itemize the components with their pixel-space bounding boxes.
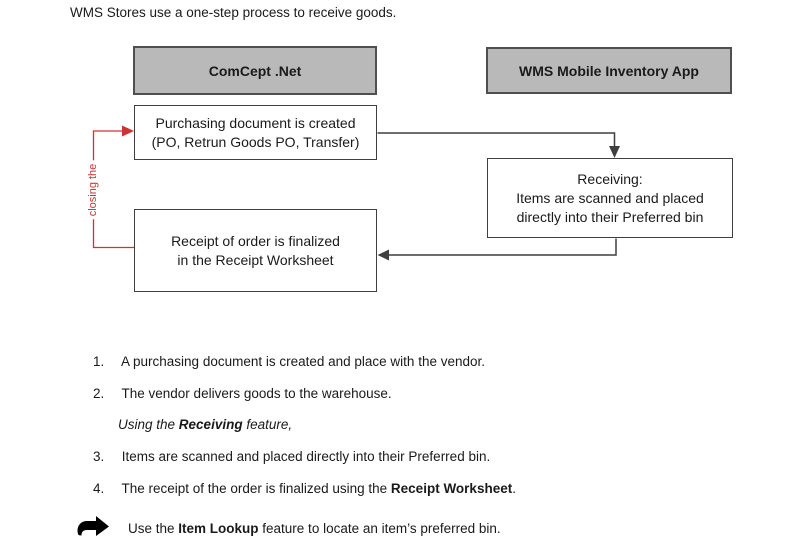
step-4-bold: Receipt Worksheet xyxy=(390,481,513,496)
tip-bold: Item Lookup xyxy=(178,521,259,536)
step-2-number: 2. xyxy=(93,386,105,401)
step-4-text: The receipt of the order is finalized us… xyxy=(122,481,516,496)
step-3-number: 3. xyxy=(93,449,105,464)
item-lookup-tip: Use the Item Lookup feature to locate an… xyxy=(128,521,501,536)
note-prefix: Using the xyxy=(118,417,179,432)
thick-arrow-icon xyxy=(77,516,109,536)
box-receiving: Receiving: Items are scanned and placed … xyxy=(487,158,733,238)
step-1-number: 1. xyxy=(93,354,105,369)
box-receipt-finalized: Receipt of order is finalized in the Rec… xyxy=(134,209,377,292)
step-4-prefix: The receipt of the order is finalized us… xyxy=(121,481,391,496)
connector-closing-loop xyxy=(92,130,134,249)
step-4-number: 4. xyxy=(93,481,105,496)
receiving-feature-note: Using the Receiving feature, xyxy=(118,417,292,432)
step-1: 1. A purchasing document is created and … xyxy=(93,354,485,369)
note-suffix: feature, xyxy=(242,417,293,432)
step-3-text: Items are scanned and placed directly in… xyxy=(121,449,491,464)
arrowhead-left-icon xyxy=(377,249,389,261)
page-title: WMS Stores use a one-step process to rec… xyxy=(70,5,397,20)
header-wms-mobile-app: WMS Mobile Inventory App xyxy=(486,47,732,94)
step-2: 2. The vendor delivers goods to the ware… xyxy=(93,386,392,401)
box-purchasing-document: Purchasing document is created (PO, Retr… xyxy=(134,105,377,160)
connector-purchasing-to-receiving xyxy=(377,132,616,147)
header-comcept-net-label: ComCept .Net xyxy=(208,62,302,79)
header-wms-mobile-app-label: WMS Mobile Inventory App xyxy=(519,62,699,79)
tip-suffix: feature to locate an item’s preferred bi… xyxy=(258,521,501,536)
header-comcept-net: ComCept .Net xyxy=(133,46,377,95)
arrowhead-down-icon xyxy=(609,146,620,158)
step-4: 4. The receipt of the order is finalized… xyxy=(93,481,516,496)
connector-receiving-to-receipt xyxy=(389,238,617,256)
step-2-text: The vendor delivers goods to the warehou… xyxy=(121,386,392,401)
closing-loop-label: closing the xyxy=(87,160,99,220)
arrowhead-right-red-icon xyxy=(122,125,134,137)
note-bold: Receiving xyxy=(178,417,243,432)
tip-prefix: Use the xyxy=(128,521,179,536)
step-3: 3. Items are scanned and placed directly… xyxy=(93,449,490,464)
step-1-text: A purchasing document is created and pla… xyxy=(121,354,485,369)
step-4-suffix: . xyxy=(512,481,516,496)
